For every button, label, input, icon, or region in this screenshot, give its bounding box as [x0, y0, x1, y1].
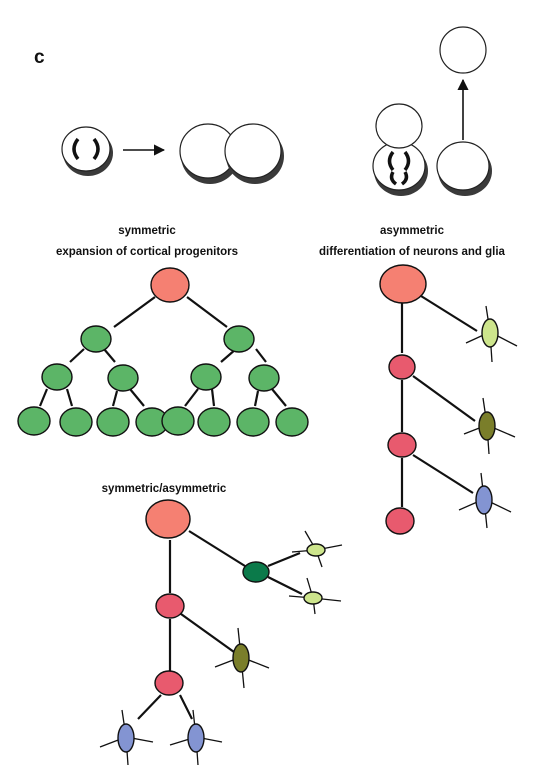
progenitor-cell: [96, 407, 130, 437]
founder-progenitor-cell: [150, 267, 190, 303]
caption-symmetric-title: symmetric: [118, 225, 176, 237]
migrating-cell-icon: [436, 26, 492, 196]
tree-edges: [137, 530, 303, 720]
tree-cells: [17, 267, 309, 437]
progenitor-cell: [17, 406, 51, 436]
panel-letter: c: [34, 47, 45, 68]
dividing-cell-icon: [61, 126, 113, 176]
tree-edges: [38, 296, 287, 407]
light-green-glial-cell: [465, 305, 518, 363]
symmetric-daughter-cells-icon: [179, 123, 284, 184]
mixed-lineage-tree: [99, 499, 343, 766]
progenitor-cell: [197, 407, 231, 437]
progenitor-cell: [80, 325, 112, 353]
progenitor-cell: [223, 325, 255, 353]
tree-edges: [400, 295, 478, 507]
founder-progenitor-cell: [145, 499, 191, 539]
symmetric-lineage-tree: [17, 267, 309, 437]
blue-neuron-cell: [169, 709, 223, 766]
intermediate-progenitor-cell: [155, 593, 185, 619]
progenitor-cell: [107, 364, 139, 392]
progenitor-cell: [236, 407, 270, 437]
caption-asymmetric-title: asymmetric: [380, 225, 445, 237]
progenitor-cell: [248, 364, 280, 392]
progenitor-cell: [59, 407, 93, 437]
progenitor-cell: [161, 406, 195, 436]
dark-green-glial-progenitor-cell: [242, 561, 270, 583]
intermediate-progenitor-cell: [388, 354, 416, 380]
progenitor-cell: [41, 363, 73, 391]
caption-mixed-title: symmetric/asymmetric: [102, 483, 227, 495]
intermediate-progenitor-cell: [385, 507, 415, 535]
caption-asymmetric-subtitle: differentiation of neurons and glia: [319, 246, 506, 258]
light-green-glial-cell: [288, 577, 342, 615]
caption-symmetric-subtitle: expansion of cortical progenitors: [56, 246, 238, 258]
asymmetric-lineage-tree: [379, 264, 518, 535]
olive-neuron-cell: [214, 627, 270, 689]
intermediate-progenitor-cell: [154, 670, 184, 696]
light-green-glial-cell: [291, 530, 343, 568]
founder-progenitor-cell: [379, 264, 427, 304]
progenitor-cell: [190, 363, 222, 391]
symmetric-division-schematic: [61, 123, 284, 184]
progenitor-cell: [275, 407, 309, 437]
asymmetric-division-icon: [372, 103, 428, 196]
blue-neuron-cell: [99, 709, 154, 766]
intermediate-progenitor-cell: [387, 432, 417, 458]
asymmetric-division-schematic: [372, 26, 492, 196]
blue-neuron-cell: [458, 472, 512, 529]
olive-neuron-cell: [463, 397, 516, 455]
